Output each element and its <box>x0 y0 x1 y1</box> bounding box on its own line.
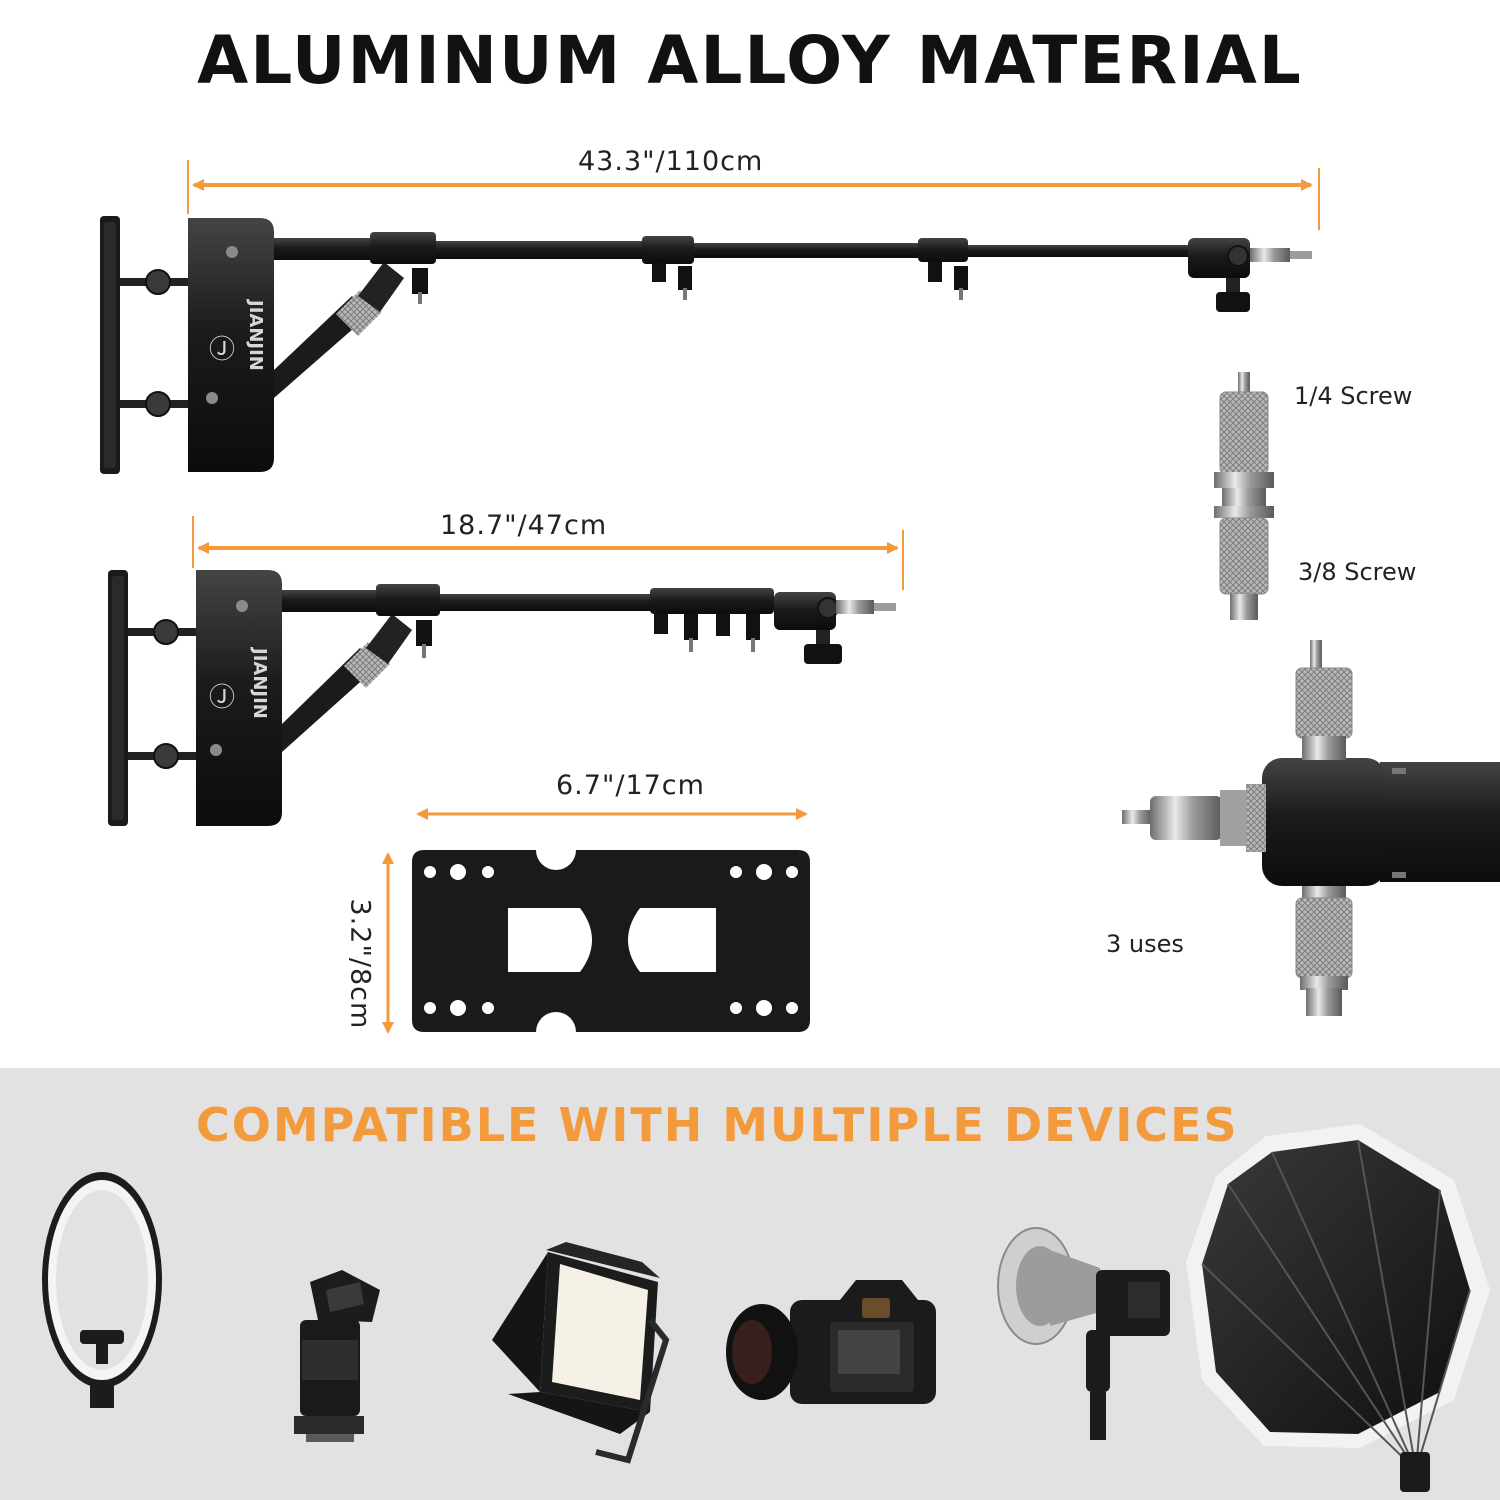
short-boom-arm: Ⓙ JIANJIN <box>108 570 896 826</box>
plate-width-label: 6.7"/17cm <box>556 770 705 801</box>
svg-text:JIANJIN: JIANJIN <box>245 298 266 371</box>
long-boom-arm: Ⓙ JIANJIN <box>100 216 1312 474</box>
three-uses-label: 3 uses <box>1106 930 1184 958</box>
svg-text:Ⓙ: Ⓙ <box>209 683 235 713</box>
long-arm-length-label: 43.3"/110cm <box>578 146 764 177</box>
monolight-strobe-icon <box>997 1227 1170 1440</box>
compatibility-heading: COMPATIBLE WITH MULTIPLE DEVICES <box>196 1098 1239 1152</box>
speedlite-flash-icon <box>294 1270 380 1442</box>
dslr-camera-icon <box>726 1280 936 1404</box>
led-panel-light-icon <box>492 1242 670 1464</box>
svg-text:JIANJIN: JIANJIN <box>249 646 270 719</box>
long-arm-dimension-line <box>187 160 1320 230</box>
quarter-screw-label: 1/4 Screw <box>1294 382 1413 410</box>
spigot-adapter <box>1214 372 1274 620</box>
short-arm-length-label: 18.7"/47cm <box>440 510 608 541</box>
three-eighths-screw-label: 3/8 Screw <box>1298 558 1417 586</box>
page-title: ALUMINUM ALLOY MATERIAL <box>197 22 1303 99</box>
ring-light-icon <box>42 1172 162 1408</box>
short-arm-dimension-line <box>192 516 904 590</box>
svg-text:Ⓙ: Ⓙ <box>209 335 235 365</box>
mounting-plate <box>412 850 810 1032</box>
octagon-softbox-icon <box>1186 1124 1490 1492</box>
three-way-spigot-head <box>1122 640 1500 1016</box>
